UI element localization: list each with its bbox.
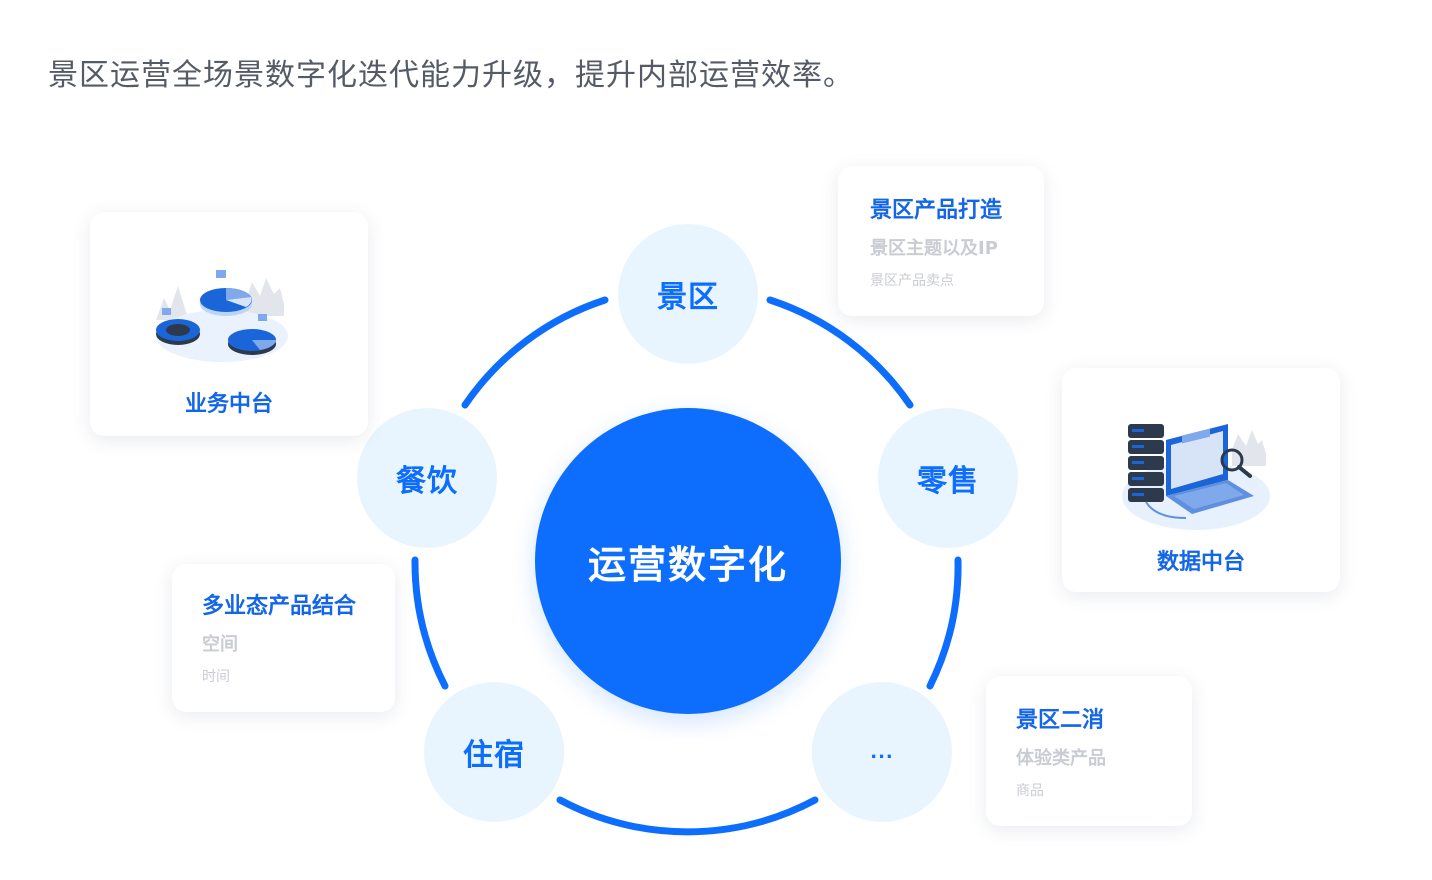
card-data-platform: 数据中台 — [1062, 368, 1340, 592]
server-laptop-illustration — [1122, 424, 1270, 530]
node-lodging: 住宿 — [424, 682, 564, 822]
card-scenic-product-line1: 景区主题以及IP — [870, 238, 998, 259]
pie-charts-illustration — [156, 270, 288, 362]
node-dining: 餐饮 — [357, 408, 497, 548]
card-multi-format: 多业态产品结合 空间 时间 — [172, 564, 395, 712]
card-scenic-product-line2: 景区产品卖点 — [870, 273, 954, 289]
arc-retail-more — [926, 556, 962, 690]
node-scenic: 景区 — [618, 224, 758, 364]
card-secondary-line1: 体验类产品 — [1016, 748, 1106, 769]
card-secondary-consumption: 景区二消 体验类产品 商品 — [986, 676, 1192, 826]
card-multi-format-line2: 时间 — [202, 669, 230, 685]
card-business-platform-label: 业务中台 — [184, 392, 273, 417]
hub-operation-digitalization: 运营数字化 — [535, 408, 841, 714]
node-more: ... — [812, 682, 952, 822]
card-secondary-line2: 商品 — [1016, 783, 1044, 799]
card-multi-format-title: 多业态产品结合 — [202, 594, 357, 619]
arc-dining-scenic — [461, 296, 609, 409]
card-multi-format-line1: 空间 — [202, 634, 238, 655]
page-headline: 景区运营全场景数字化迭代能力升级，提升内部运营效率。 — [48, 58, 854, 93]
node-retail: 零售 — [878, 408, 1018, 548]
arc-scenic-retail — [766, 296, 914, 409]
arc-more-lodging — [556, 796, 819, 836]
card-business-platform: 业务中台 — [90, 212, 368, 436]
card-scenic-product-title: 景区产品打造 — [870, 198, 1003, 223]
arc-lodging-dining — [411, 556, 449, 690]
card-secondary-title: 景区二消 — [1016, 708, 1105, 733]
card-data-platform-label: 数据中台 — [1156, 550, 1245, 575]
card-scenic-product: 景区产品打造 景区主题以及IP 景区产品卖点 — [838, 166, 1044, 316]
